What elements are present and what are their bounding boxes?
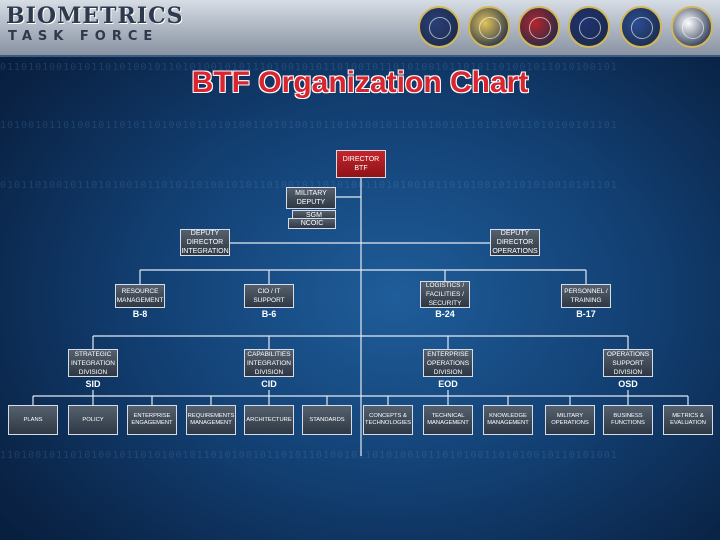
org-box-ncoic: NCOIC <box>288 218 336 229</box>
org-code-logistics-facilities-security: B-24 <box>435 309 455 319</box>
logo-biometrics: BIOMETRICS <box>6 3 184 29</box>
us-marine-corps-seal-icon <box>518 6 560 48</box>
org-box-technical-management: TECHNICAL MANAGEMENT <box>423 405 473 435</box>
org-box-deputy-integration: DEPUTY DIRECTOR INTEGRATION <box>180 229 230 256</box>
us-coast-guard-seal-icon <box>671 6 713 48</box>
org-code-personnel-training: B-17 <box>576 309 596 319</box>
us-army-seal-icon <box>468 6 510 48</box>
org-box-capabilities-integration-division: CAPABILITIES INTEGRATION DIVISION <box>244 349 294 377</box>
org-code-eod: EOD <box>438 379 458 389</box>
org-box-military-operations: MILITARY OPERATIONS <box>545 405 595 435</box>
org-box-resource-management: RESOURCE MANAGEMENT <box>115 284 165 308</box>
org-box-strategic-integration-division: STRATEGIC INTEGRATION DIVISION <box>68 349 118 377</box>
page-title: BTF Organization Chart <box>191 66 529 99</box>
logo-task-force: TASK FORCE <box>8 29 159 44</box>
org-box-personnel-training: PERSONNEL / TRAINING <box>561 284 611 308</box>
org-box-cio-it-support: CIO / IT SUPPORT <box>244 284 294 308</box>
org-box-logistics-facilities-security: LOGISTICS / FACILITIES / SECURITY <box>420 281 470 308</box>
binary-background-pattern: 0101101001011010100101101011010010101101… <box>0 180 618 191</box>
org-box-standards: STANDARDS <box>302 405 352 435</box>
org-box-architecture: ARCHITECTURE <box>244 405 294 435</box>
org-box-operations-support-division: OPERATIONS SUPPORT DIVISION <box>603 349 653 377</box>
org-code-osd: OSD <box>618 379 638 389</box>
org-code-cio-it-support: B-6 <box>261 309 277 319</box>
binary-background-pattern: 1101001011010100101101010010110101001011… <box>0 450 618 461</box>
us-navy-seal-icon <box>568 6 610 48</box>
org-box-enterprise-engagement: ENTERPRISE ENGAGEMENT <box>127 405 177 435</box>
binary-background-pattern: 0110101001010110101001011010100101011101… <box>0 62 618 73</box>
header-banner: BIOMETRICS TASK FORCE <box>0 0 720 57</box>
org-code-sid: SID <box>85 379 101 389</box>
org-box-director: DIRECTOR BTF <box>336 150 386 178</box>
org-code-cid: CID <box>261 379 277 389</box>
org-box-military-deputy: MILITARY DEPUTY <box>286 187 336 209</box>
us-air-force-seal-icon <box>620 6 662 48</box>
org-box-enterprise-operations-division: ENTERPRISE OPERATIONS DIVISION <box>423 349 473 377</box>
org-box-knowledge-management: KNOWLEDGE MANAGEMENT <box>483 405 533 435</box>
org-box-business-functions: BUSINESS FUNCTIONS <box>603 405 653 435</box>
binary-background-pattern: 1010010110100101101011010010110101001101… <box>0 120 618 131</box>
org-box-concepts-technologies: CONCEPTS & TECHNOLOGIES <box>363 405 413 435</box>
org-box-requirements-management: REQUIREMENTS MANAGEMENT <box>186 405 236 435</box>
org-box-metrics-evaluation: METRICS & EVALUATION <box>663 405 713 435</box>
org-box-deputy-operations: DEPUTY DIRECTOR OPERATIONS <box>490 229 540 256</box>
org-code-resource-management: B-8 <box>132 309 148 319</box>
org-box-policy: POLICY <box>68 405 118 435</box>
department-of-defense-seal-icon <box>418 6 460 48</box>
org-box-plans: PLANS <box>8 405 58 435</box>
